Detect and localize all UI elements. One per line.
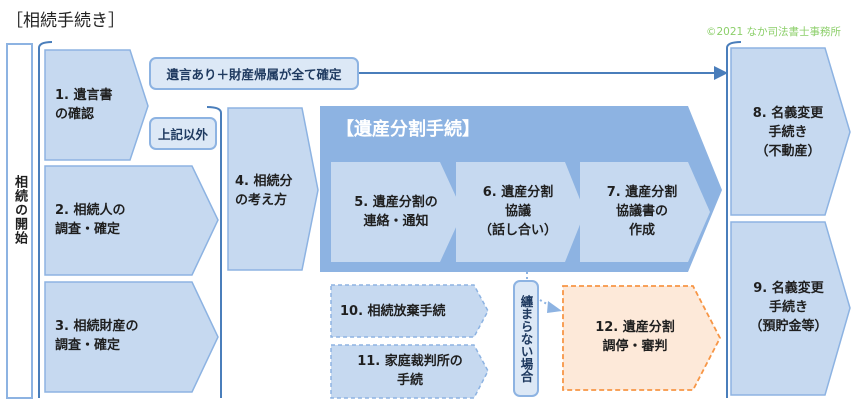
step10-label: 10. 相続放棄手続: [340, 304, 446, 319]
copyright: ©2021 なか司法書士事務所: [706, 26, 842, 38]
step3-shape: [44, 281, 219, 393]
step7-shape: [580, 162, 710, 262]
step12-label: 12. 遺産分割 調停・審判: [595, 320, 675, 354]
step8-shape: [730, 47, 851, 216]
start-box: [6, 43, 33, 399]
bracket-mid: [206, 106, 222, 398]
step1-shape: [44, 49, 149, 161]
step8-label: 8. 名義変更 手続き （不動産）: [752, 106, 824, 159]
step3-label: 3. 相続財産の 調査・確定: [55, 319, 139, 353]
step9-label: 9. 名義変更 手続き （預貯金等）: [749, 281, 828, 334]
start-label: 相続の開始: [12, 175, 27, 245]
bracket-left: [38, 41, 53, 398]
dotted-arrow-head: [547, 301, 562, 313]
step4-shape: [227, 107, 319, 271]
step6-label: 6. 遺産分割 協議 （話し合い）: [478, 185, 557, 238]
step11-label: 11. 家庭裁判所の 手続: [357, 354, 463, 388]
step4-label: 4. 相続分 の考え方: [235, 174, 293, 208]
arrow-head: [714, 66, 728, 80]
step1-label: 1. 遺言書 の確認: [55, 88, 113, 122]
step2-label: 2. 相続人の 調査・確定: [55, 203, 126, 237]
step11-shape: [330, 344, 489, 399]
step12-shape: [562, 285, 722, 391]
step9-shape: [730, 221, 851, 396]
step7-label: 7. 遺産分割 協議書の 作成: [606, 185, 678, 238]
otherwise-label: 上記以外: [149, 117, 217, 150]
will-confirmed-label: 遺言あり＋財産帰属が全て確定: [149, 57, 359, 90]
bracket-right: [726, 41, 742, 398]
step10-shape: [330, 284, 489, 338]
page-title: ［相続手続き］: [6, 11, 125, 31]
step2-shape: [44, 165, 219, 276]
division-title: 【遺産分割手続】: [336, 119, 480, 140]
not-agreed-label: 纏まらない場合: [513, 280, 539, 397]
step6-shape: [456, 162, 585, 262]
step5-label: 5. 遺産分割の 連絡・通知: [354, 195, 438, 229]
step5-shape: [331, 162, 463, 262]
